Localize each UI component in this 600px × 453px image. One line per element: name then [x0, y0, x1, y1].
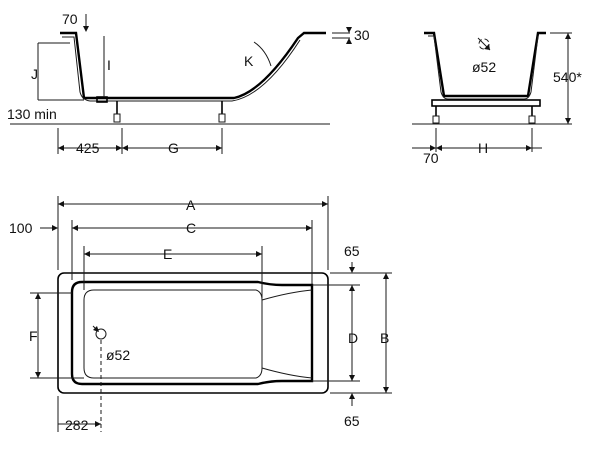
top-label-65-bottom: 65	[344, 413, 360, 429]
end-label-540: 540*	[553, 69, 582, 85]
top-view: ø52 A C 100 E F	[9, 196, 392, 433]
end-label-70: 70	[423, 150, 439, 166]
end-label-drain: ø52	[472, 59, 496, 75]
end-feet	[432, 106, 536, 124]
top-bowl-outline	[70, 280, 314, 386]
top-label-f: F	[29, 328, 38, 344]
top-label-100: 100	[9, 220, 33, 236]
side-label-rim-30: 30	[354, 27, 370, 43]
side-tub-profile	[60, 31, 326, 100]
side-label-j: J	[31, 66, 38, 82]
top-label-b: B	[380, 330, 389, 346]
top-bowl-inner	[83, 289, 263, 379]
top-label-e: E	[163, 246, 172, 262]
side-label-130-min: 130 min	[7, 106, 57, 122]
top-label-a: A	[186, 197, 196, 213]
top-label-65-top: 65	[344, 243, 360, 259]
end-frame	[431, 99, 541, 107]
end-view: ø52 540* 70 H	[412, 31, 582, 166]
side-label-425: 425	[76, 140, 100, 156]
side-drain	[96, 96, 108, 103]
top-label-drain: ø52	[106, 347, 130, 363]
end-label-h: H	[478, 140, 488, 156]
top-label-c: C	[186, 220, 196, 236]
side-label-i: I	[107, 57, 111, 73]
top-outer-rim	[57, 272, 329, 394]
side-view: J I 70 30 K 130 min 425 G	[7, 11, 370, 156]
top-label-282: 282	[65, 417, 89, 433]
side-label-g: G	[168, 140, 179, 156]
side-feet	[113, 101, 226, 123]
end-tub-profile	[424, 31, 546, 98]
side-tub-inner	[62, 36, 301, 102]
side-label-k: K	[244, 53, 254, 69]
top-drain-circle	[95, 328, 107, 340]
side-label-rim-70: 70	[62, 11, 78, 27]
top-label-d: D	[348, 330, 358, 346]
